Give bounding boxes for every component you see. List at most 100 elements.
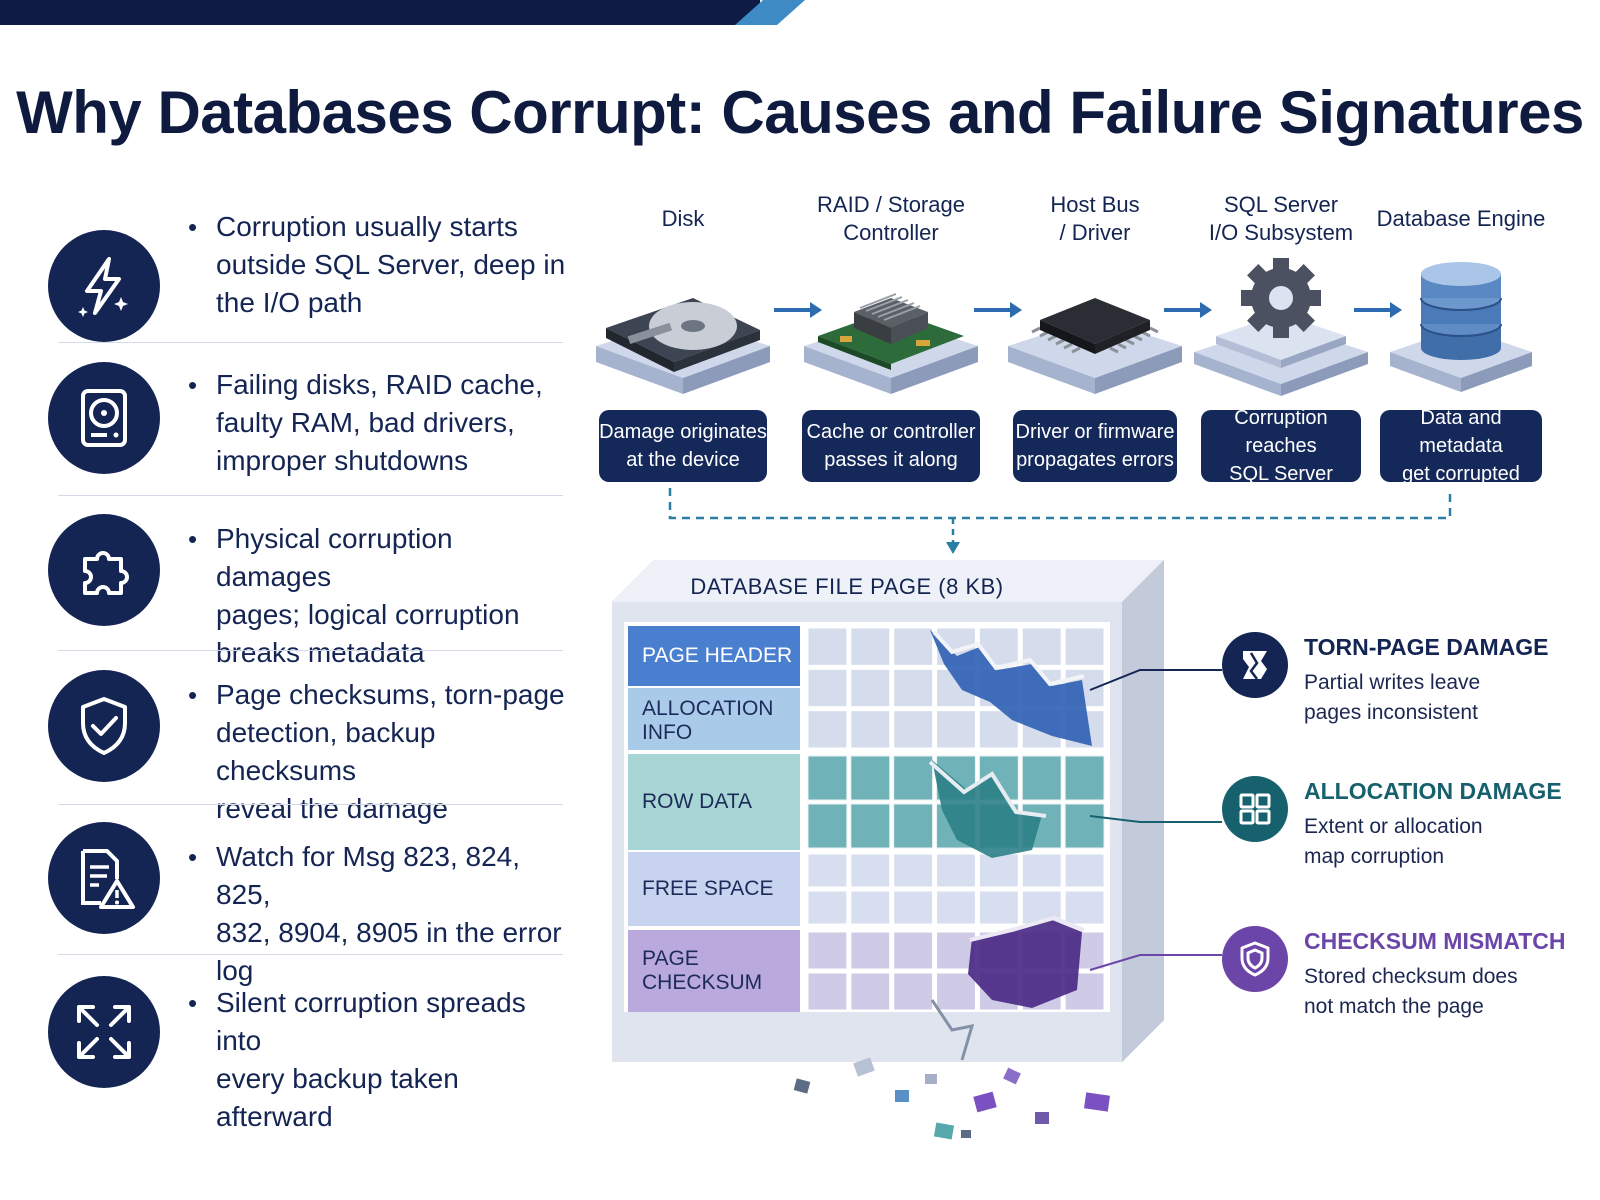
stage-caption: Data and metadata get corrupted — [1380, 407, 1542, 485]
cause-text: Watch for Msg 823, 824, 825, 832, 8904, … — [216, 841, 562, 986]
page-grid-cell — [850, 755, 891, 801]
page-section-allocation: ALLOCATION INFO — [642, 697, 774, 744]
page-grid-cell — [936, 890, 976, 925]
page-grid-cell — [936, 972, 976, 1011]
page-section-row-data: ROW DATA — [642, 790, 753, 813]
document-warning-icon — [48, 822, 160, 934]
cause-item: • Physical corruption damages pages; log… — [48, 514, 568, 670]
stage-caption: Cache or controller passes it along — [802, 410, 980, 482]
chip-icon — [1000, 248, 1190, 398]
page-grid-cell — [893, 668, 934, 708]
bullet: • — [188, 842, 198, 872]
page-title: Why Databases Corrupt: Causes and Failur… — [16, 79, 1584, 146]
page-grid-cell — [807, 755, 848, 801]
page-grid-cell — [936, 710, 976, 749]
page-grid-cell — [807, 627, 848, 666]
cause-item: • Silent corruption spreads into every b… — [48, 976, 568, 1134]
stage-label: Disk — [661, 206, 705, 231]
signature-text: Partial writes leave pages inconsistent — [1304, 671, 1481, 724]
page-grid-cell — [893, 803, 934, 849]
page-grid-cell — [893, 890, 934, 925]
io-stage-database-engine: Database Engine Data and metadata get co… — [1366, 190, 1556, 485]
page-grid-cell — [893, 627, 934, 666]
cause-text: Corruption usually starts outside SQL Se… — [216, 211, 566, 318]
page-grid-cell — [850, 627, 891, 666]
grid-icon — [1222, 776, 1288, 842]
cause-text: Silent corruption spreads into every bac… — [216, 987, 526, 1132]
page-section-header: PAGE HEADER — [642, 644, 793, 667]
page-grid-cell — [1064, 890, 1105, 925]
page-grid-cell — [807, 803, 848, 849]
signature-title: CHECKSUM MISMATCH — [1304, 928, 1566, 954]
page-grid-cell — [807, 972, 848, 1011]
divider — [58, 342, 563, 343]
page-grid-cell — [850, 803, 891, 849]
shield-mismatch-icon — [1222, 926, 1288, 992]
page-grid-cell — [893, 972, 934, 1011]
controller-card-icon — [796, 248, 986, 398]
bullet: • — [188, 680, 198, 710]
page-grid-cell — [1064, 755, 1105, 801]
stage-caption: Corruption reaches SQL Server — [1201, 407, 1361, 485]
bullet: • — [188, 212, 198, 242]
flow-arrow-icon — [774, 302, 822, 318]
io-stage-raid-controller: RAID / Storage Controller Cache or contr… — [796, 190, 986, 482]
signature-text: Extent or allocation map corruption — [1304, 815, 1483, 868]
stage-label: SQL Server I/O Subsystem — [1208, 192, 1354, 245]
cause-item: • Failing disks, RAID cache, faulty RAM,… — [48, 362, 568, 516]
spread-arrows-icon — [48, 976, 160, 1088]
page-grid-cell — [1021, 755, 1062, 801]
cause-text: Failing disks, RAID cache, faulty RAM, b… — [216, 369, 543, 476]
page-grid-cell — [1064, 803, 1105, 849]
debris-fragments — [793, 1057, 1110, 1140]
signature-text: Stored checksum does not match the page — [1304, 965, 1518, 1018]
page-grid-cell — [936, 853, 976, 888]
signature-title: TORN-PAGE DAMAGE — [1304, 634, 1549, 660]
cause-text: Page checksums, torn-page detection, bac… — [216, 679, 565, 824]
flow-arrow-icon — [974, 302, 1022, 318]
top-banner — [0, 0, 760, 25]
lightning-icon — [48, 230, 160, 342]
stage-label: Database Engine — [1376, 206, 1546, 231]
cause-text: Physical corruption damages pages; logic… — [216, 523, 520, 668]
page-grid-cell — [893, 853, 934, 888]
page-grid-cell — [850, 710, 891, 749]
page-grid-cell — [1064, 627, 1105, 666]
page-grid-cell — [1064, 853, 1105, 888]
page-grid-cell — [978, 890, 1019, 925]
page-grid-cell — [850, 972, 891, 1011]
flow-arrow-icon — [1354, 302, 1402, 318]
cause-item: • Corruption usually starts outside SQL … — [48, 208, 568, 358]
bullet: • — [188, 370, 198, 400]
io-stage-disk: Disk Damage originates at the device — [588, 190, 778, 482]
io-stage-sql-io-subsystem: SQL Server I/O Subsystem Corruption reac… — [1186, 190, 1376, 485]
stage-caption: Driver or firmware propagates errors — [1013, 410, 1177, 482]
page-grid-cell — [807, 890, 848, 925]
page-grid-cell — [850, 668, 891, 708]
stage-label: Host Bus / Driver — [1050, 192, 1140, 245]
page-grid-cell — [893, 931, 934, 970]
stage-label: RAID / Storage Controller — [817, 192, 965, 245]
disk-icon — [588, 248, 778, 398]
divider — [58, 954, 563, 955]
page-section-checksum: PAGE CHECKSUM — [642, 947, 763, 994]
page-grid-cell — [978, 853, 1019, 888]
page-grid-cell — [807, 931, 848, 970]
page-section-free-space: FREE SPACE — [642, 877, 774, 900]
stage-caption: Damage originates at the device — [599, 410, 767, 482]
page-grid-cell — [807, 668, 848, 708]
divider — [58, 495, 563, 496]
gear-icon — [1186, 248, 1376, 398]
divider — [58, 650, 563, 651]
page-grid-cell — [893, 710, 934, 749]
page-grid-cell — [1021, 853, 1062, 888]
signature-title: ALLOCATION DAMAGE — [1304, 778, 1562, 804]
page-grid-cell — [807, 853, 848, 888]
io-stage-host-bus-driver: Host Bus / Driver Driver or firmware pro… — [1000, 190, 1190, 482]
page-grid-cell — [1021, 890, 1062, 925]
connector-dashed — [668, 488, 1452, 554]
cause-item: • Watch for Msg 823, 824, 825, 832, 8904… — [48, 822, 568, 988]
puzzle-icon — [48, 514, 160, 626]
signature-connectors — [1089, 669, 1222, 971]
torn-page-icon — [1222, 632, 1288, 698]
